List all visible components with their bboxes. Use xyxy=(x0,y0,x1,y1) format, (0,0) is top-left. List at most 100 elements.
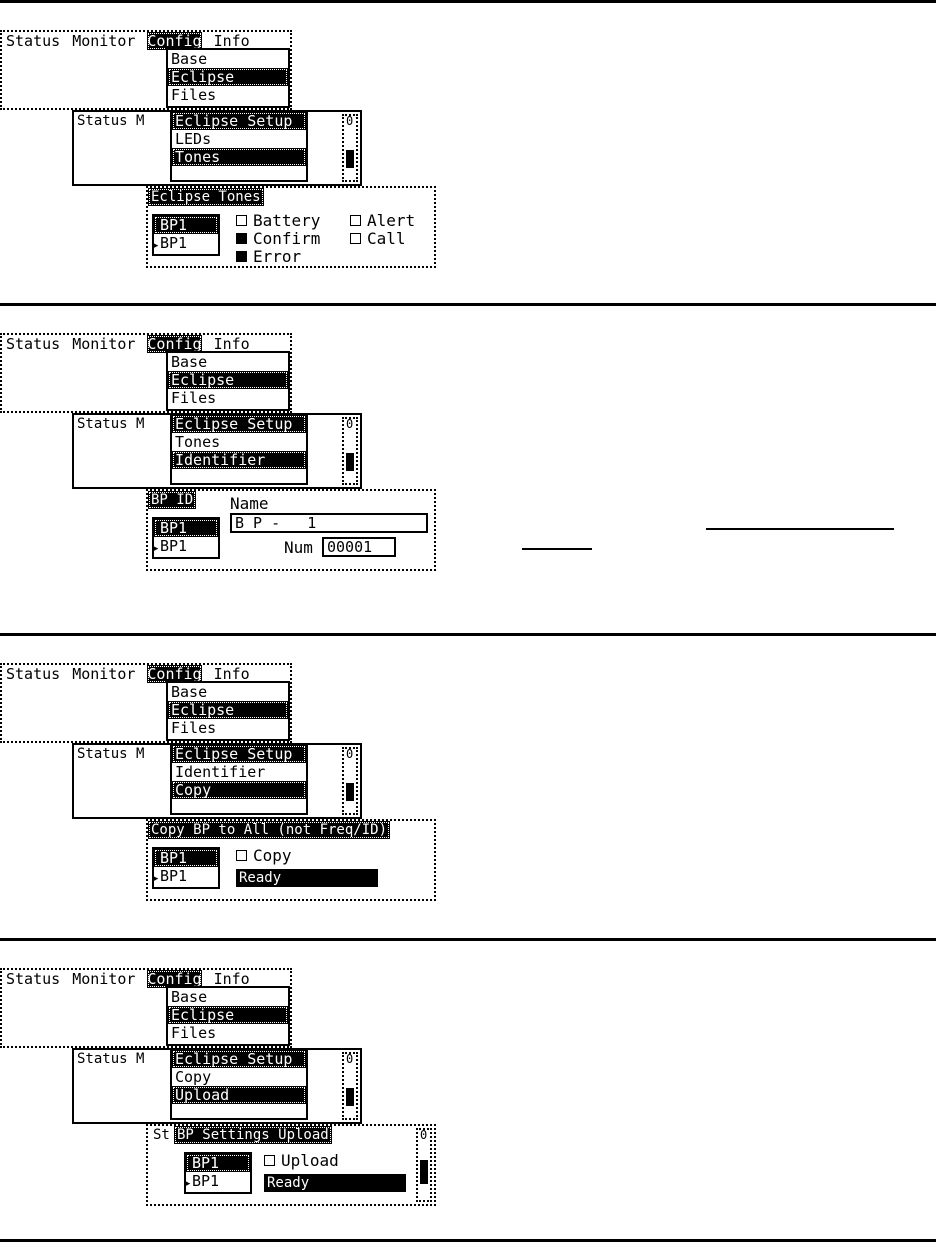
checkbox-icon xyxy=(236,233,247,244)
menu-info[interactable]: Info xyxy=(213,32,250,50)
submenu-item[interactable]: Tones xyxy=(175,433,221,451)
menu-status[interactable]: Status xyxy=(6,335,61,353)
config-item-base[interactable]: Base xyxy=(171,353,208,371)
menu-monitor[interactable]: Monitor xyxy=(72,970,136,988)
menubar: Status Monitor Config Info xyxy=(2,32,290,50)
bp-list-header: BP1 xyxy=(154,519,218,537)
config-item-files[interactable]: Files xyxy=(171,86,217,104)
status-window-title: Status M xyxy=(77,113,145,129)
checkbox-icon xyxy=(236,850,247,861)
submenu-item[interactable]: Identifier xyxy=(175,763,266,781)
config-item-files[interactable]: Files xyxy=(171,1024,217,1042)
bp-list[interactable]: BP1▶BP1 xyxy=(184,1152,252,1194)
menu-status[interactable]: Status xyxy=(6,970,61,988)
pointer-icon: ▶ xyxy=(153,874,159,884)
divider xyxy=(0,1239,936,1242)
config-item-eclipse[interactable]: Eclipse xyxy=(168,1006,288,1024)
pointer-icon: ▶ xyxy=(153,241,159,251)
bp-list-header: BP1 xyxy=(154,849,218,867)
scrollbar[interactable]: 0 xyxy=(416,1128,432,1202)
checkbox-icon xyxy=(264,1155,275,1166)
dialog-title: Copy BP to All (not Freq/ID) xyxy=(148,821,391,839)
checkbox-error[interactable]: Error xyxy=(236,248,301,266)
eclipse-setup-title: Eclipse Setup xyxy=(172,112,306,130)
menu-monitor[interactable]: Monitor xyxy=(72,32,136,50)
menu-monitor[interactable]: Monitor xyxy=(72,665,136,683)
dialog-prefix: St xyxy=(153,1127,170,1143)
submenu-item-selected[interactable]: Copy xyxy=(172,781,306,799)
checkbox-battery[interactable]: Battery xyxy=(236,212,320,230)
ready-button[interactable]: Ready xyxy=(236,869,378,887)
menu-config[interactable]: Config xyxy=(147,32,202,50)
submenu-item[interactable]: Copy xyxy=(175,1068,212,1086)
status-window-title: Status M xyxy=(77,1051,145,1067)
config-item-base[interactable]: Base xyxy=(171,988,208,1006)
menubar: Status Monitor Config Info xyxy=(2,335,290,353)
menu-monitor[interactable]: Monitor xyxy=(72,335,136,353)
menu-config[interactable]: Config xyxy=(147,970,202,988)
pointer-icon: ▶ xyxy=(153,544,159,554)
menu-status[interactable]: Status xyxy=(6,665,61,683)
config-item-base[interactable]: Base xyxy=(171,683,208,701)
checkbox-copy[interactable]: Copy xyxy=(236,847,292,865)
checkbox-call[interactable]: Call xyxy=(350,230,406,248)
scrollbar[interactable]: 0 xyxy=(342,747,358,815)
bp-list[interactable]: BP1▶BP1 xyxy=(152,847,220,889)
checkbox-alert[interactable]: Alert xyxy=(350,212,415,230)
menu-info[interactable]: Info xyxy=(213,970,250,988)
underline-mark xyxy=(522,548,592,550)
name-field[interactable]: B P - 1 xyxy=(230,513,428,533)
bp-list-item[interactable]: ▶BP1 xyxy=(153,867,218,885)
menu-info[interactable]: Info xyxy=(213,335,250,353)
bp-list-item[interactable]: ▶BP1 xyxy=(153,234,218,252)
pointer-icon: ▶ xyxy=(185,1179,191,1189)
bp-list[interactable]: BP1▶BP1 xyxy=(152,214,220,256)
scrollbar[interactable]: 0 xyxy=(342,417,358,485)
checkbox-confirm[interactable]: Confirm xyxy=(236,230,320,248)
scrollbar[interactable]: 0 xyxy=(342,114,358,182)
config-item-files[interactable]: Files xyxy=(171,389,217,407)
config-item-eclipse[interactable]: Eclipse xyxy=(168,371,288,389)
checkbox-icon xyxy=(236,251,247,262)
config-item-files[interactable]: Files xyxy=(171,719,217,737)
bp-list-item[interactable]: ▶BP1 xyxy=(153,537,218,555)
config-item-eclipse[interactable]: Eclipse xyxy=(168,68,288,86)
checkbox-upload[interactable]: Upload xyxy=(264,1152,339,1170)
menu-config[interactable]: Config xyxy=(147,335,202,353)
scrollbar[interactable]: 0 xyxy=(342,1052,358,1120)
bp-list[interactable]: BP1▶BP1 xyxy=(152,517,220,559)
config-item-eclipse[interactable]: Eclipse xyxy=(168,701,288,719)
dialog-title: BP Settings Upload xyxy=(174,1126,332,1144)
submenu-item-selected[interactable]: Upload xyxy=(172,1086,306,1104)
eclipse-setup-title: Eclipse Setup xyxy=(172,415,306,433)
checkbox-icon xyxy=(236,215,247,226)
bp-list-header: BP1 xyxy=(154,216,218,234)
menu-info[interactable]: Info xyxy=(213,665,250,683)
config-item-base[interactable]: Base xyxy=(171,50,208,68)
submenu-item-selected[interactable]: Tones xyxy=(172,148,306,166)
submenu-item[interactable]: LEDs xyxy=(175,130,212,148)
ready-button[interactable]: Ready xyxy=(264,1174,406,1192)
num-field[interactable]: 00001 xyxy=(322,537,396,557)
menu-config[interactable]: Config xyxy=(147,665,202,683)
bp-list-header: BP1 xyxy=(186,1154,250,1172)
eclipse-setup-title: Eclipse Setup xyxy=(172,745,306,763)
divider xyxy=(0,633,936,636)
bp-list-item[interactable]: ▶BP1 xyxy=(185,1172,250,1190)
menu-status[interactable]: Status xyxy=(6,32,61,50)
divider xyxy=(0,938,936,941)
eclipse-setup-title: Eclipse Setup xyxy=(172,1050,306,1068)
submenu-item-selected[interactable]: Identifier xyxy=(172,451,306,469)
